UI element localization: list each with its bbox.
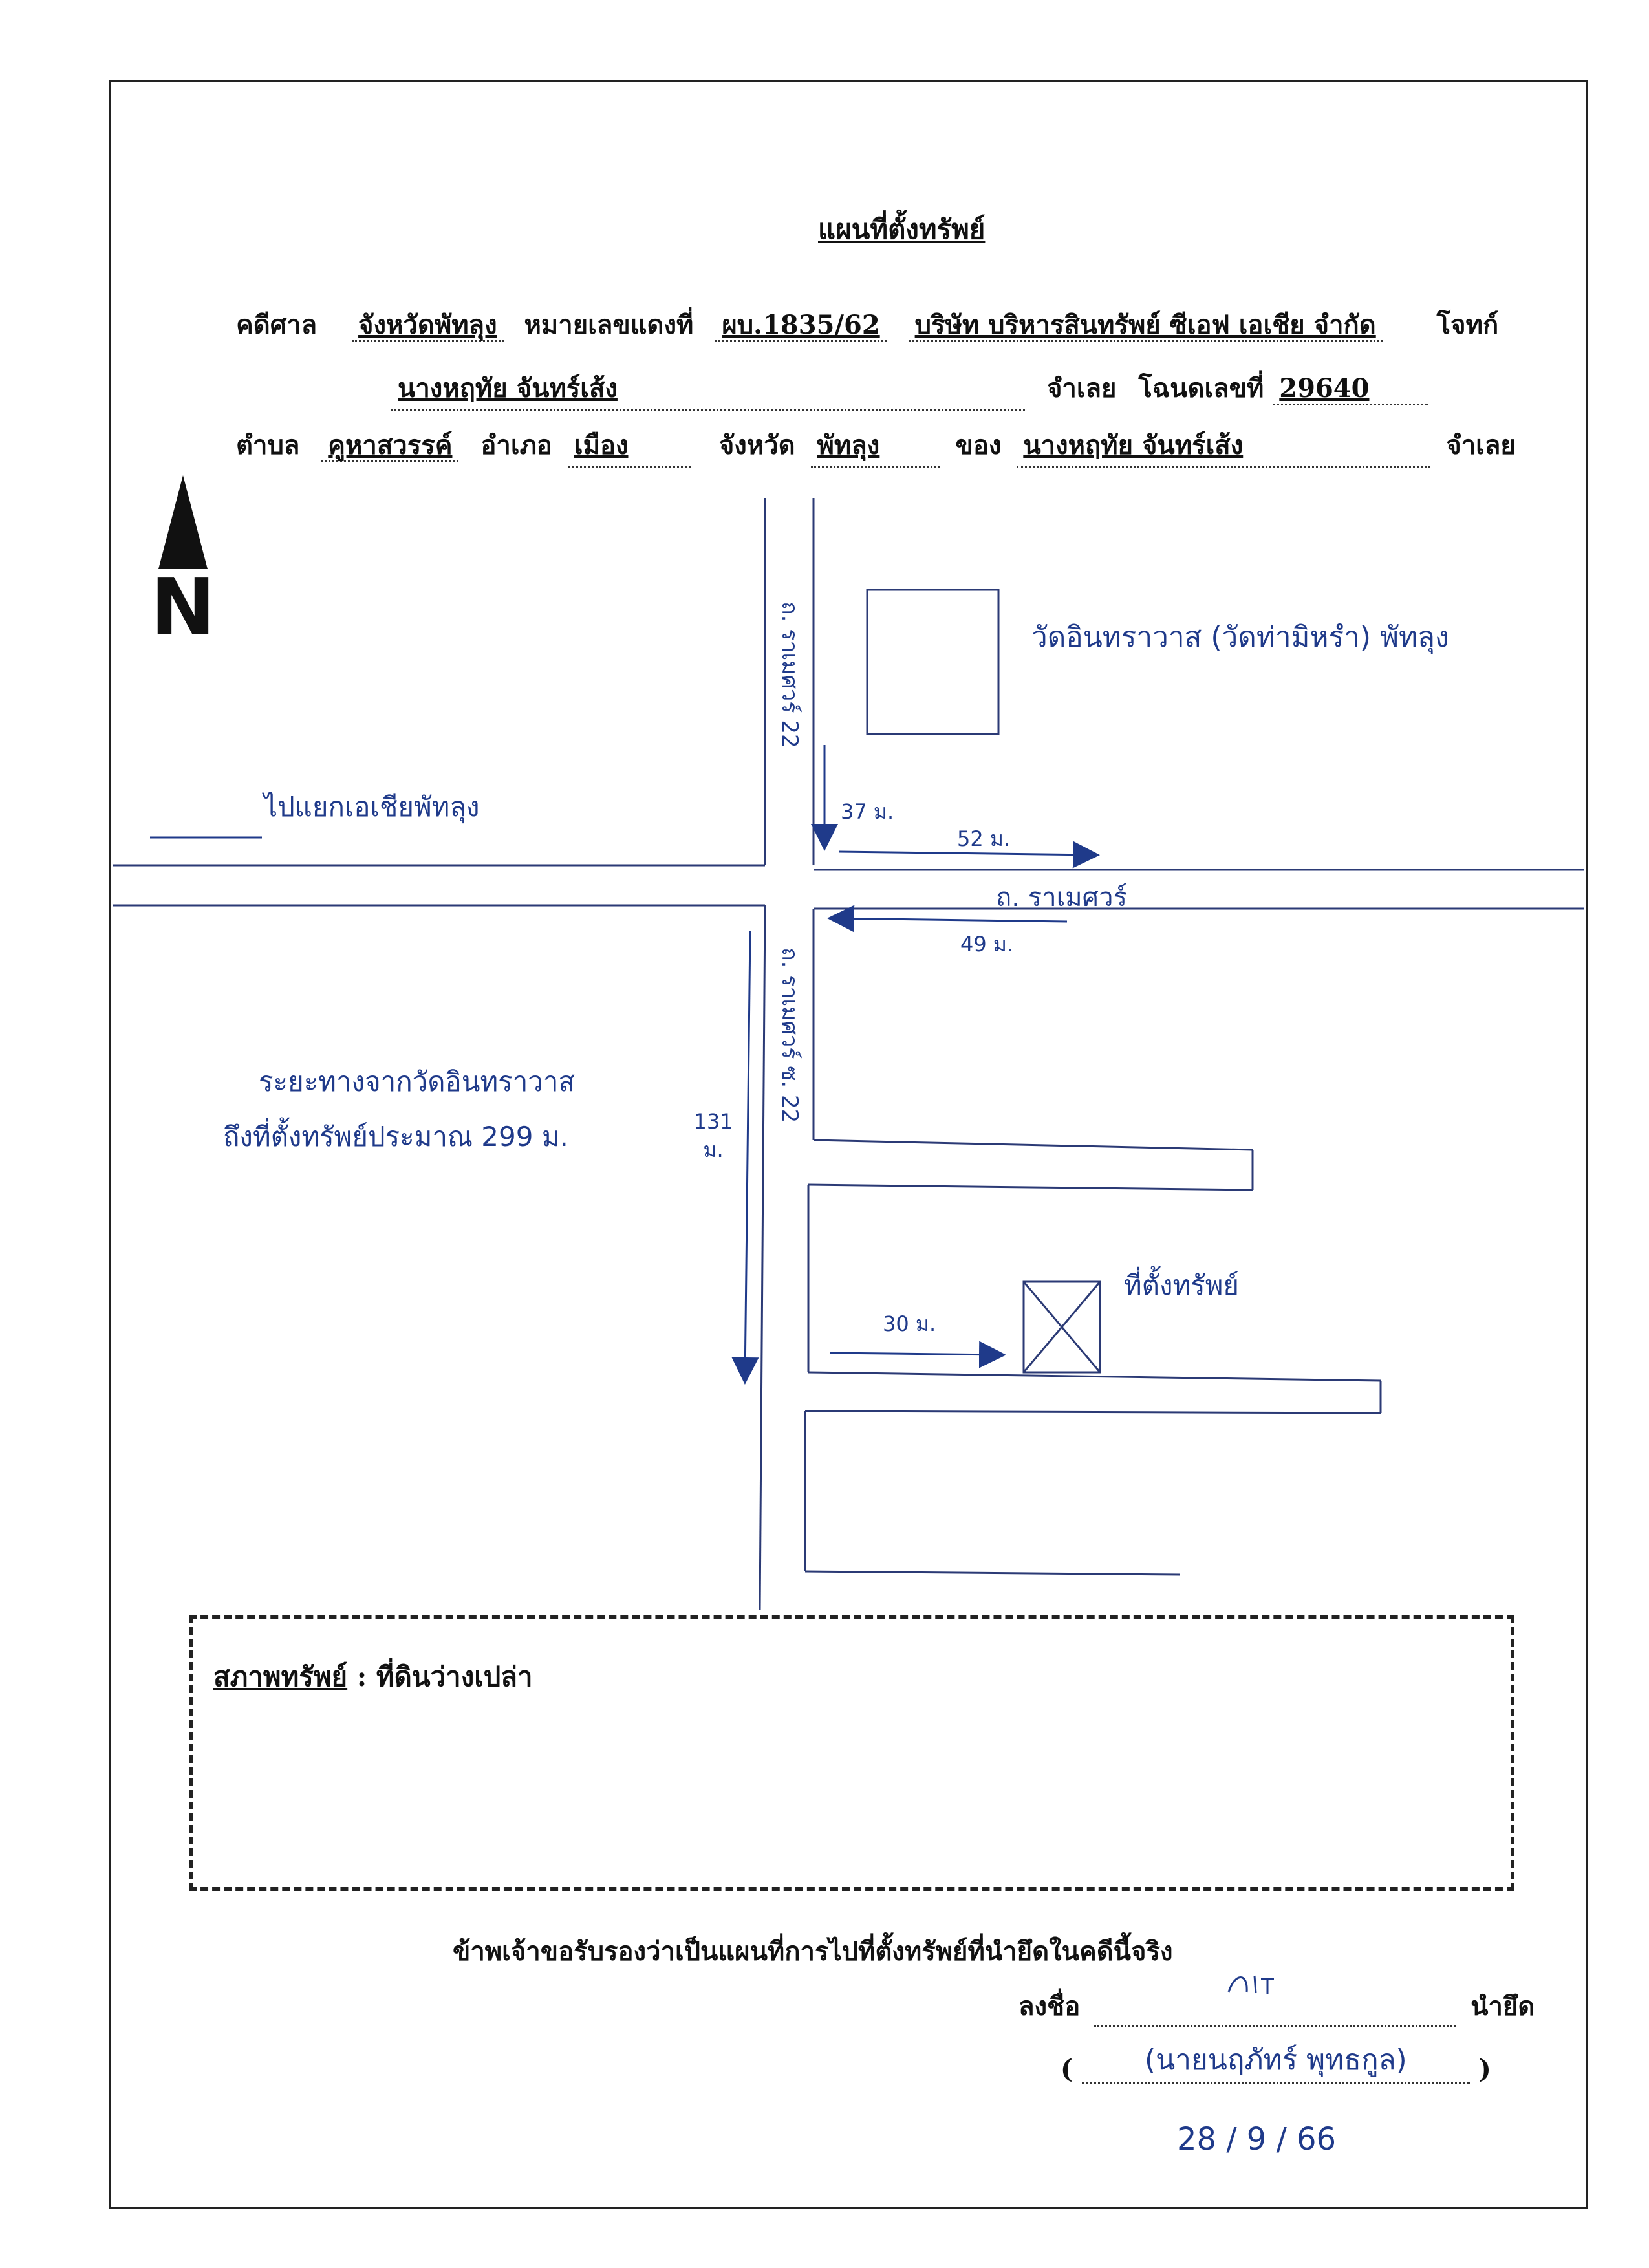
district-field: เมือง — [567, 424, 691, 468]
distance-arrows — [150, 745, 1100, 1385]
distance-52: 52 ม. — [957, 826, 1011, 851]
plaintiff-field: บริษัท บริหารสินทรัพย์ ซีเอฟ เอเชีย จำกั… — [908, 310, 1383, 342]
property-box — [1022, 1280, 1101, 1374]
distance-30: 30 ม. — [883, 1312, 936, 1336]
signature-field — [1094, 1999, 1457, 2027]
header-line-1: คดีศาล จังหวัดพัทลุง หมายเลขแดงที่ ผบ.18… — [236, 304, 1498, 345]
header-line-2: นางหฤทัย จันทร์เส้ง จำเลย โฉนดเลขที่ 296… — [391, 367, 1428, 411]
signature-role: นำยึด — [1471, 1991, 1535, 2022]
sign-label: ลงชื่อ — [1018, 1991, 1081, 2022]
page-frame — [109, 80, 1588, 2209]
owner-role: จำเลย — [1446, 430, 1516, 460]
document-title: แผนที่ตั้งทรัพย์ — [818, 213, 986, 245]
condition-line: สภาพทรัพย์ : ที่ดินว่างเปล่า — [213, 1661, 533, 1692]
red-no-field: ผบ.1835/62 — [715, 310, 887, 342]
province-label: จังหวัด — [718, 430, 795, 460]
owner-label: ของ — [955, 430, 1002, 460]
case-label: คดีศาล — [236, 310, 318, 340]
red-no-label: หมายเลขแดงที่ — [524, 310, 694, 340]
road-east-label: ถ. ราเมศวร์ — [996, 883, 1127, 913]
temple-label: วัดอินทราวาส (วัดท่ามิหรำ) พัทลุง — [1031, 621, 1449, 654]
west-road-label: ไปแยกเอเชียพัทลุง — [264, 791, 480, 823]
court-field: จังหวัดพัทลุง — [352, 310, 504, 342]
province-field: พัทลุง — [810, 424, 940, 468]
condition-label: สภาพทรัพย์ — [213, 1661, 348, 1692]
subdistrict-label: ตำบล — [236, 430, 300, 460]
deed-label: โฉนดเลขที่ — [1138, 373, 1264, 404]
deed-no-field: 29640 — [1273, 373, 1428, 405]
condition-box — [189, 1615, 1514, 1891]
defendant-field: นางหฤทัย จันทร์เส้ง — [391, 367, 1025, 411]
subdistrict-field: คูหาสวรรค์ — [321, 430, 459, 462]
signer-name-line: ( (นายนฤภัทร์ พุทธกูล) ) — [1061, 2037, 1491, 2084]
distance-37: 37 ม. — [841, 799, 894, 824]
plaintiff-label: โจทก์ — [1436, 310, 1499, 340]
property-label: ที่ตั้งทรัพย์ — [1124, 1269, 1240, 1301]
distance-131: 131 ม. — [693, 1109, 733, 1162]
distance-49: 49 ม. — [960, 932, 1014, 956]
road-south-label: ถ. ราเมศวร์ ซ. 22 — [777, 947, 803, 1123]
signature-mark — [1227, 1975, 1274, 1994]
distance-note-line-2: ถึงที่ตั้งทรัพย์ประมาณ 299 ม. — [223, 1121, 568, 1152]
district-label: อำเภอ — [480, 430, 552, 460]
north-arrow-icon — [158, 475, 208, 569]
condition-value: ที่ดินว่างเปล่า — [376, 1661, 533, 1692]
temple-box — [866, 589, 1000, 735]
north-letter: N — [151, 563, 215, 653]
road-north-label: ถ. ราเมศวร์ 22 — [777, 601, 803, 748]
owner-field: นางหฤทัย จันทร์เส้ง — [1017, 424, 1431, 468]
signature-date: 28 / 9 / 66 — [1177, 2121, 1337, 2157]
defendant-label: จำเลย — [1046, 373, 1117, 404]
signer-name: (นายนฤภัทร์ พุทธกูล) — [1081, 2037, 1470, 2084]
distance-note-line-1: ระยะทางจากวัดอินทราวาส — [259, 1066, 576, 1097]
road-lines — [113, 498, 1584, 1611]
certification-text: ข้าพเจ้าขอรับรองว่าเป็นแผนที่การไปที่ตั้… — [453, 1936, 1173, 1967]
signature-line: ลงชื่อ นำยึด — [1018, 1985, 1535, 2027]
header-line-3: ตำบล คูหาสวรรค์ อำเภอ เมือง จังหวัด พัทล… — [236, 424, 1516, 468]
